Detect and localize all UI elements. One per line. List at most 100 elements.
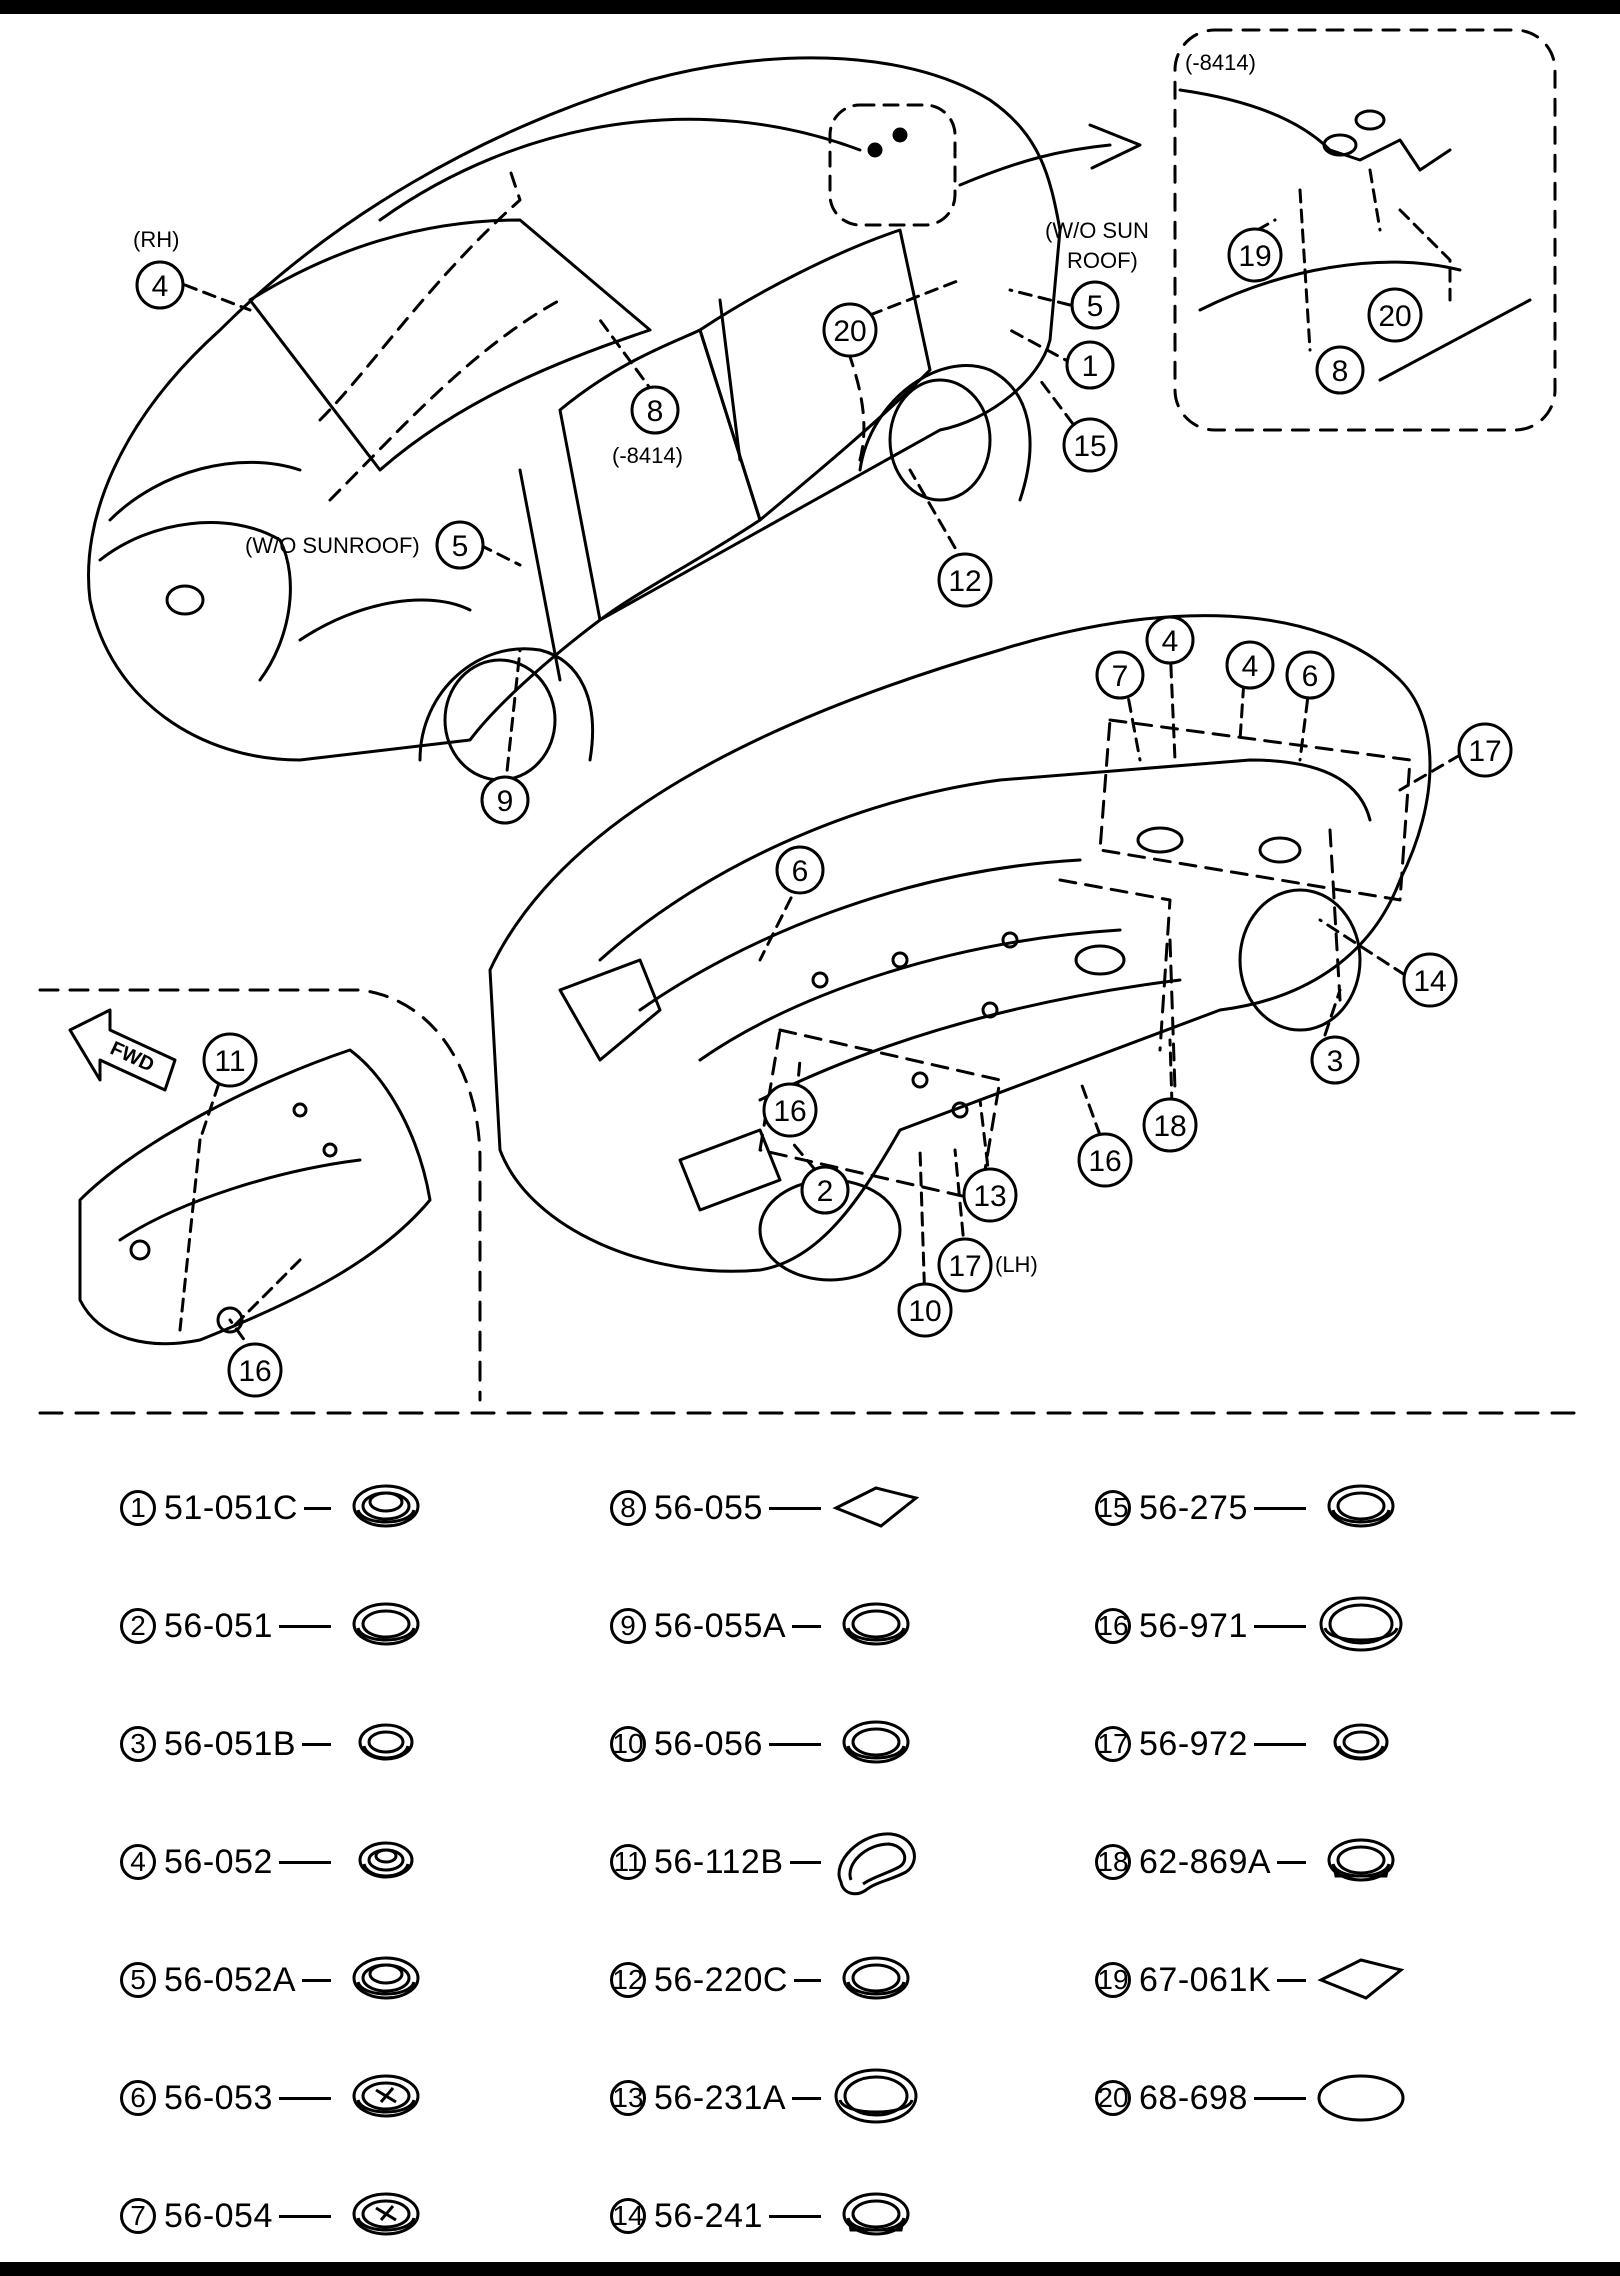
label-wo-sunroof: (W/O SUNROOF) <box>245 533 420 558</box>
callout-18: 18 <box>1142 1097 1198 1153</box>
callout-12: 12 <box>937 552 993 608</box>
svg-text:8: 8 <box>1332 355 1349 388</box>
legend-leader-line <box>278 1860 331 1864</box>
plug-cap-icon <box>1327 1838 1395 1882</box>
legend-leader-line <box>1277 1860 1307 1864</box>
callout-16-b: 16 <box>1077 1132 1133 1188</box>
legend-number: 12 <box>610 1962 646 1998</box>
legend-leader-line <box>302 1742 332 1746</box>
legend-number: 20 <box>1095 2080 1131 2116</box>
legend-part-code: 56-051 <box>164 1606 273 1645</box>
svg-text:11: 11 <box>214 1045 245 1078</box>
svg-text:12: 12 <box>948 565 981 598</box>
svg-text:3: 3 <box>1327 1045 1344 1078</box>
inset-detail-floor-front <box>38 988 482 1402</box>
svg-text:19: 19 <box>1238 240 1271 273</box>
svg-text:20: 20 <box>833 315 866 348</box>
label-wo-sun-roof-1: (W/O SUN <box>1045 218 1149 243</box>
callout-6-b: 6 <box>775 845 825 895</box>
plug-stepped-icon <box>352 1484 420 1528</box>
label-rh: (RH) <box>133 227 179 252</box>
legend-leader-line <box>768 1506 821 1510</box>
legend-leader-line <box>1253 1624 1306 1628</box>
svg-text:13: 13 <box>973 1180 1006 1213</box>
callout-1: 1 <box>1065 340 1115 390</box>
legend-number: 7 <box>120 2198 156 2234</box>
svg-text:10: 10 <box>908 1295 941 1328</box>
callouts: 4 8 5 9 20 5 1 15 12 19 20 8 7 4 4 6 17 … <box>135 227 1513 1398</box>
legend-part-code: 56-112B <box>654 1842 784 1881</box>
legend-leader-line <box>1253 1506 1306 1510</box>
legend-number: 8 <box>610 1490 646 1526</box>
plug-stepped-small-icon <box>358 1841 414 1879</box>
legend-part-code: 56-053 <box>164 2078 273 2117</box>
legend-number: 4 <box>120 1844 156 1880</box>
plug-ring-small-icon <box>1333 1723 1389 1761</box>
tape-diamond-icon <box>1317 1958 1405 2000</box>
tape-ellipse-icon <box>1317 2074 1405 2122</box>
legend-part-code: 56-055 <box>654 1488 763 1527</box>
callout-2: 2 <box>800 1165 850 1215</box>
legend-leader-line <box>793 1978 821 1982</box>
car-exterior-illustration <box>87 56 1142 782</box>
plug-ring-icon <box>1327 1484 1395 1528</box>
legend-number: 18 <box>1095 1844 1131 1880</box>
legend-number: 1 <box>120 1490 156 1526</box>
legend-number: 11 <box>610 1844 646 1880</box>
callout-4-rh: 4 <box>135 260 185 310</box>
svg-text:15: 15 <box>1073 430 1106 463</box>
plug-ring-icon <box>842 1956 910 2000</box>
callout-8-inset: 8 <box>1315 345 1365 395</box>
legend-number: 15 <box>1095 1490 1131 1526</box>
legend-part-code: 56-056 <box>654 1724 763 1763</box>
plug-ring-icon <box>352 1602 420 1646</box>
svg-text:18: 18 <box>1153 1110 1186 1143</box>
legend-leader-line <box>1277 1978 1307 1982</box>
callout-10: 10 <box>897 1282 953 1338</box>
callout-19-inset: 19 <box>1227 227 1283 283</box>
legend-part-code: 56-055A <box>654 1606 787 1645</box>
callout-20-inset: 20 <box>1367 287 1423 343</box>
label-8414-main: (-8414) <box>612 443 683 468</box>
legend-leader-line <box>792 1624 822 1628</box>
svg-text:16: 16 <box>773 1095 806 1128</box>
legend-part-code: 56-971 <box>1139 1606 1248 1645</box>
legend-part-code: 56-052A <box>164 1960 297 1999</box>
legend-number: 17 <box>1095 1726 1131 1762</box>
legend-leader-line <box>303 1506 331 1510</box>
plug-ring-large-icon <box>834 2068 918 2124</box>
legend-leader-line <box>278 2096 331 2100</box>
inset-detail-roof <box>1173 28 1557 432</box>
legend-part-code: 62-869A <box>1139 1842 1272 1881</box>
label-lh: (LH) <box>995 1252 1038 1277</box>
svg-text:17: 17 <box>1468 735 1501 768</box>
legend-number: 9 <box>610 1608 646 1644</box>
svg-text:4: 4 <box>152 270 169 303</box>
svg-text:7: 7 <box>1112 660 1129 693</box>
legend-number: 2 <box>120 1608 156 1644</box>
car-underbody-illustration <box>488 614 1432 1282</box>
legend-part-code: 56-051B <box>164 1724 297 1763</box>
svg-text:6: 6 <box>1302 660 1319 693</box>
svg-text:4: 4 <box>1162 625 1179 658</box>
svg-text:8: 8 <box>647 395 664 428</box>
svg-text:6: 6 <box>792 855 809 888</box>
legend-leader-line <box>1253 2096 1306 2100</box>
svg-text:4: 4 <box>1242 650 1259 683</box>
plug-ring-icon <box>842 1720 910 1764</box>
